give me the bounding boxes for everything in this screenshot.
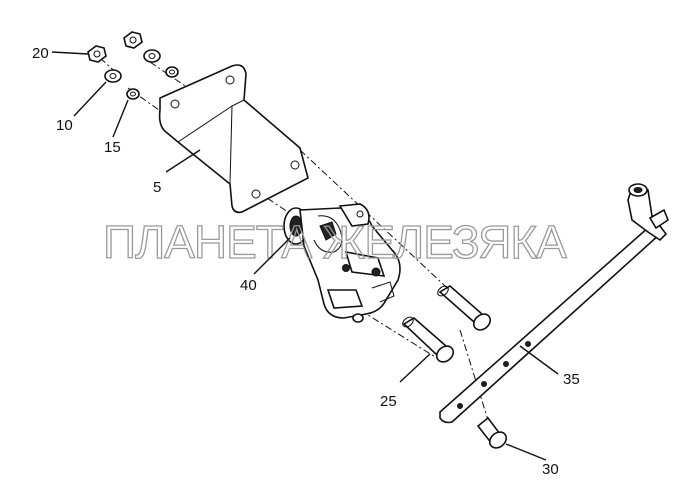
callout-15: 15 <box>104 139 121 156</box>
fastener-set <box>87 31 179 100</box>
callout-20: 20 <box>32 45 49 62</box>
lock-washer-15 <box>126 88 140 100</box>
callout-35: 35 <box>563 371 580 388</box>
bolt-upper <box>437 285 492 331</box>
callout-30: 30 <box>542 461 559 478</box>
bolt-30 <box>476 416 508 449</box>
switch-assembly-40 <box>283 203 401 323</box>
link-rod-35 <box>439 183 669 424</box>
callout-10: 10 <box>56 117 73 134</box>
callout-5: 5 <box>153 179 161 196</box>
callout-25: 25 <box>380 393 397 410</box>
callout-40: 40 <box>240 277 257 294</box>
nut-20-left <box>87 45 107 63</box>
washer-mid <box>143 49 161 63</box>
lock-washer-right <box>165 66 179 78</box>
leader-lines <box>51 51 559 461</box>
washer-10 <box>104 69 122 83</box>
watermark-text: ПЛАНЕТА ЖЕЛЕЗЯКА <box>103 216 567 268</box>
bracket-5 <box>158 64 309 214</box>
bolt-25 <box>402 316 455 363</box>
nut-right <box>123 31 143 49</box>
